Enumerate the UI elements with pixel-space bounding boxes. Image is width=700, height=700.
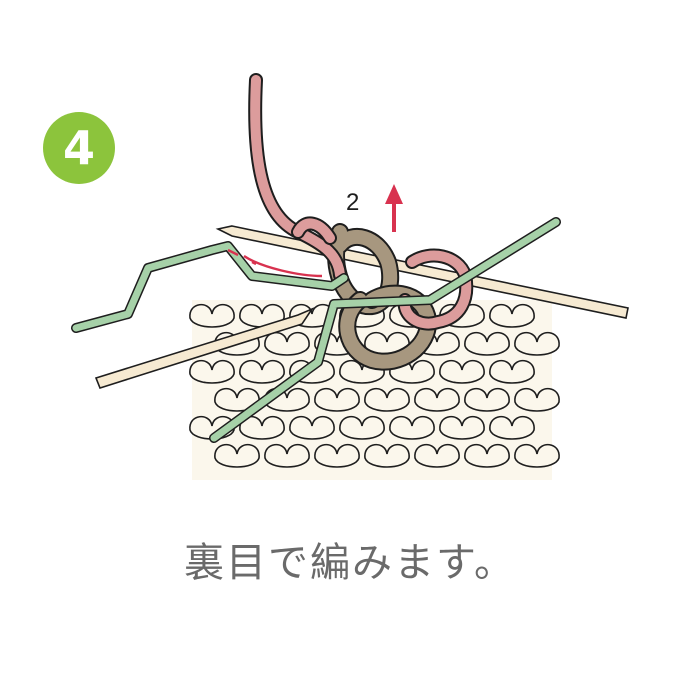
knit-stitch [489,415,535,440]
knit-stitch [264,443,310,468]
knit-stitch [489,303,535,328]
knit-stitch [514,387,560,412]
knit-stitch [189,303,235,328]
knit-stitch [439,359,485,384]
knit-stitch [339,415,385,440]
left-knitting-needle [94,307,315,389]
knit-stitch [489,359,535,384]
arrow-up-icon [385,184,403,232]
step-number-badge: 4 [43,112,115,184]
instruction-caption: 裏目で編みます。 [184,540,516,586]
step-sub-label: 2 [346,189,359,216]
knit-stitch [189,359,235,384]
cable-needle-left [71,241,349,333]
cable-needle-cross [209,217,561,443]
knit-stitch [464,443,510,468]
pink-working-yarn [248,73,474,331]
knit-fabric [189,300,560,480]
knit-stitch [439,415,485,440]
step-number: 4 [62,121,95,175]
knit-stitch [214,387,260,412]
knit-stitch [239,359,285,384]
knit-stitch [414,443,460,468]
knit-stitch [414,387,460,412]
knit-stitch [464,387,510,412]
knit-stitch [364,387,410,412]
knit-stitch [214,443,260,468]
knit-stitch [464,331,510,356]
knit-stitch [514,331,560,356]
knit-stitch [514,443,560,468]
knit-stitch [314,387,360,412]
needle-insertion-guide [227,248,323,278]
knit-stitch [364,443,410,468]
knit-stitch [314,443,360,468]
knit-stitch [389,415,435,440]
knit-stitch [289,415,335,440]
